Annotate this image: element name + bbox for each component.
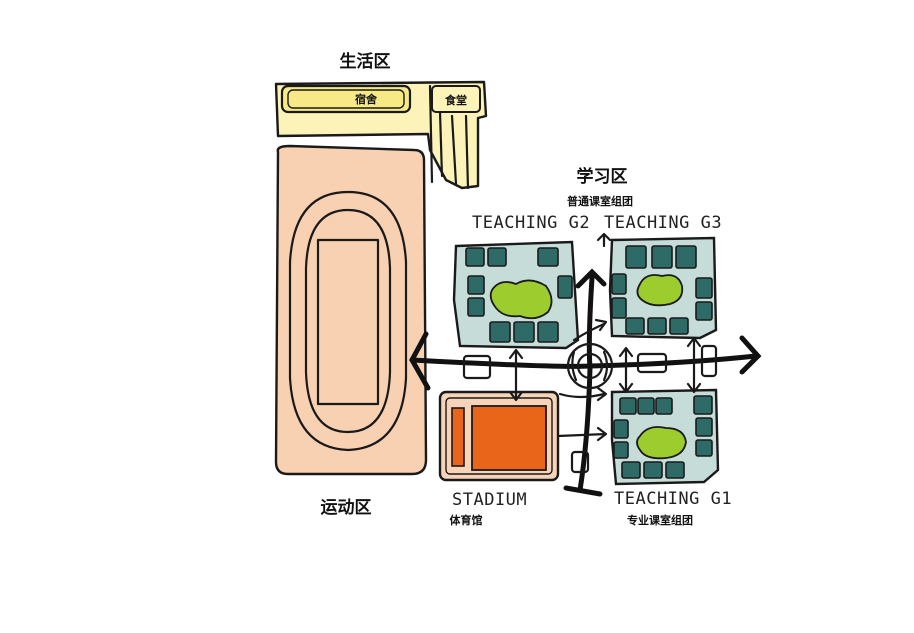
central-node xyxy=(576,352,604,380)
stadium xyxy=(438,390,560,482)
canteen-block xyxy=(431,85,481,113)
teaching-g2-label: TEACHING G2 xyxy=(472,213,590,233)
teaching-g3-label: TEACHING G3 xyxy=(604,213,722,233)
living-zone-title: 生活区 xyxy=(340,51,391,72)
gymnasium-label: 体育馆 xyxy=(450,513,483,527)
dormitory-block xyxy=(280,84,412,114)
link-box-far-east xyxy=(700,344,718,378)
circulation-axes xyxy=(409,232,762,497)
specialized-classrooms-label: 专业课室组团 xyxy=(627,513,693,527)
link-box-west xyxy=(462,354,492,380)
link-box-east xyxy=(636,352,668,374)
running-track-outer xyxy=(288,190,408,452)
teaching-g1-cluster xyxy=(610,388,720,486)
link-box-south xyxy=(570,450,590,474)
study-zone-title: 学习区 xyxy=(577,166,628,187)
general-classrooms-label: 普通课室组团 xyxy=(567,194,633,208)
teaching-g1-label: TEACHING G1 xyxy=(614,489,732,509)
north-arrow-head xyxy=(575,268,607,289)
dormitory-label: 宿舍 xyxy=(355,92,378,106)
sports-zone-title: 运动区 xyxy=(321,498,372,518)
football-field xyxy=(316,238,380,406)
canteen-label: 食堂 xyxy=(445,93,467,107)
stadium-main-court xyxy=(471,405,547,471)
west-arrow-head xyxy=(409,331,431,391)
teaching-g3-cluster xyxy=(608,236,718,340)
teaching-g2-cluster xyxy=(452,240,580,350)
living-zone: 宿舍 食堂 xyxy=(274,80,488,190)
stadium-label: STADIUM xyxy=(452,490,527,510)
east-arrow-head xyxy=(739,335,762,375)
running-track-inner xyxy=(304,208,392,434)
stadium-side-court xyxy=(451,407,465,467)
sports-zone-area xyxy=(274,144,428,476)
sports-zone xyxy=(274,144,428,476)
